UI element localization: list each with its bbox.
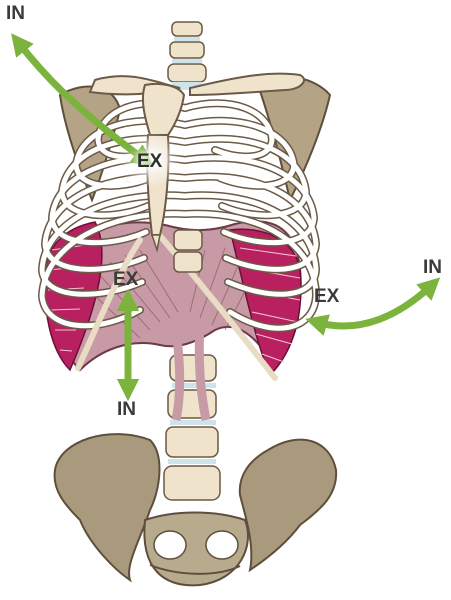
diaphragm-exhale-label: EX <box>113 270 138 289</box>
lumbar-spine <box>164 355 220 500</box>
sternum-inhale-label: IN <box>6 4 25 23</box>
diaphragm-inhale-label: IN <box>117 400 136 419</box>
ribs-exhale-label: EX <box>314 287 339 306</box>
ribs-inhale-label: IN <box>423 258 442 277</box>
sternum-exhale-label: EX <box>137 152 162 171</box>
